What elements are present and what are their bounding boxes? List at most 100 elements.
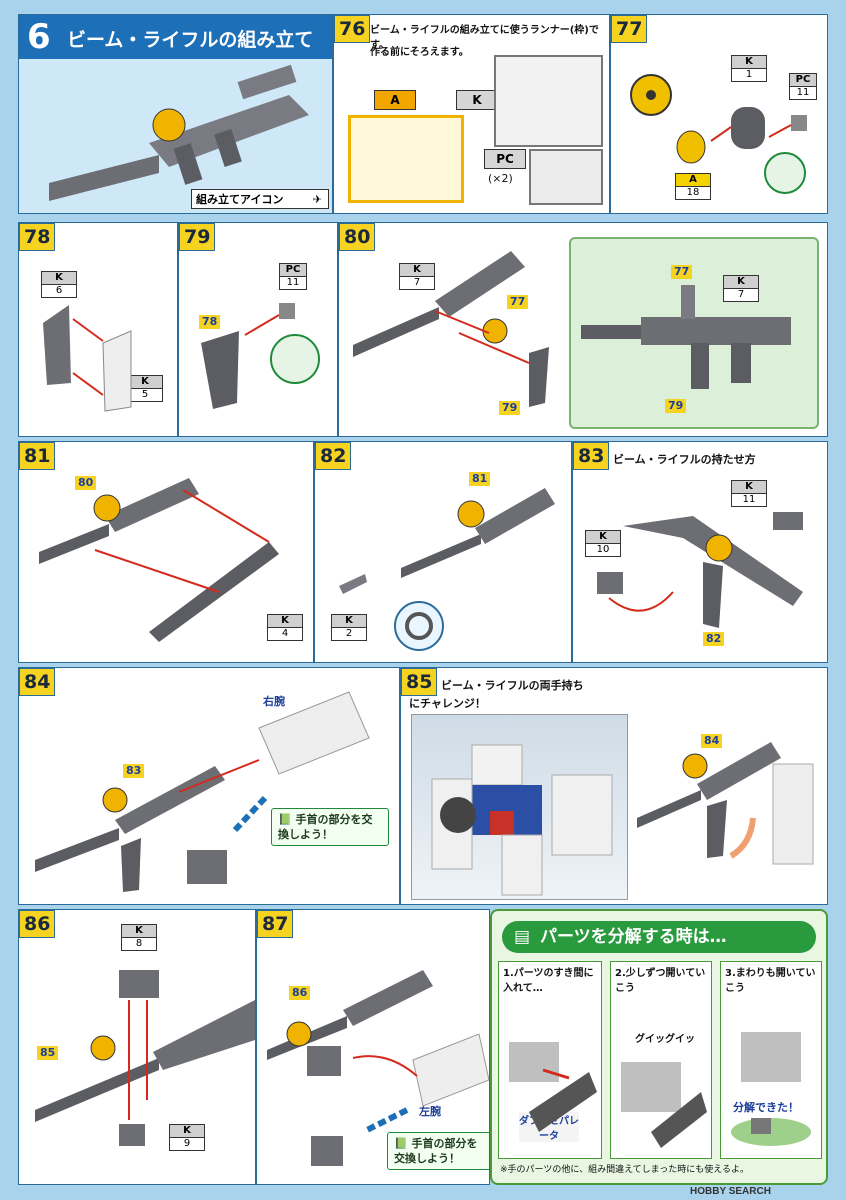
swap-wrist-note: 📗 手首の部分を交換しよう！ — [387, 1132, 489, 1170]
watermark: HOBBY SEARCH — [690, 1186, 771, 1197]
step-number: 76 — [334, 15, 371, 43]
section-title: ビーム・ライフルの組み立て — [67, 29, 314, 51]
completed-rifle-illustration — [581, 285, 791, 389]
step-number: 82 — [315, 442, 352, 470]
tips-step-3-illustration — [731, 1032, 811, 1146]
part-ref-83: 83 — [123, 764, 145, 778]
step-82-illustration — [339, 488, 555, 651]
tips-footnote: ※手のパーツの他に、組み間違えてしまった時にも使えるよ。 — [500, 1165, 750, 1175]
section-number: 6 — [27, 17, 51, 57]
step-number: 86 — [19, 910, 56, 938]
part-ref-85: 85 — [37, 1046, 59, 1060]
note-icon: 📗 — [278, 813, 292, 826]
step-76-panel: 76 ビーム・ライフルの組み立てに使うランナー(枠)です。 作る前にそろえます。… — [333, 14, 610, 214]
section-header-panel: 6 ビーム・ライフルの組み立て 組み立てアイコン ✈ — [18, 14, 333, 214]
step-78-illustration — [43, 305, 132, 412]
tips-done-text: 分解できた！ — [733, 1101, 799, 1114]
part-ref-79: 79 — [499, 401, 521, 415]
assembly-icon-text: 組み立てアイコン — [196, 193, 284, 206]
left-arm-label: 左腕 — [419, 1105, 441, 1118]
runner-a-label: A — [374, 90, 416, 110]
runner-pc-qty: (×2) — [488, 172, 513, 185]
step-number: 81 — [19, 442, 56, 470]
tips-step-1-text: 1.パーツのすき間に入れて… — [503, 968, 594, 994]
runner-k-frame — [494, 55, 603, 147]
step-76-text-2: 作る前にそろえます。 — [370, 47, 469, 58]
step-77-illustration — [630, 74, 807, 194]
step-84-panel: 84 83 右腕 📗 手首の部分を交換しよう！ — [18, 667, 400, 905]
tips-step-2-text: 2.少しずつ開いていこう — [615, 968, 706, 994]
step-87-panel: 87 86 左腕 📗 手首の部分を交換しよう！ — [256, 909, 490, 1185]
assembly-icon-label: 組み立てアイコン ✈ — [191, 189, 329, 209]
gundam-figure-illustration — [431, 744, 613, 896]
tips-title-bar: ▤ パーツを分解する時は… — [502, 921, 816, 953]
step-85-title-2: にチャレンジ！ — [409, 697, 486, 710]
swap-wrist-note: 📗 手首の部分を交換しよう！ — [271, 808, 389, 846]
part-ref-77: 77 — [671, 265, 693, 279]
step-85-panel: 85 ビーム・ライフルの両手持ち にチャレンジ！ 84 — [400, 667, 828, 905]
step-84-illustration — [35, 691, 370, 892]
part-ref-78: 78 — [199, 315, 221, 329]
step-number: 85 — [401, 668, 438, 696]
step-number: 77 — [611, 15, 648, 43]
runner-pc-label: PC — [484, 149, 526, 169]
step-number: 79 — [179, 223, 216, 251]
step-87-illustration — [267, 970, 489, 1166]
gundam-photo — [411, 714, 628, 900]
runner-a-frame — [348, 115, 464, 203]
step-80-illustration — [353, 251, 549, 407]
step-number: 78 — [19, 223, 56, 251]
part-ref-81: 81 — [469, 472, 491, 486]
part-ref-80: 80 — [75, 476, 97, 490]
book-icon: ▤ — [514, 927, 531, 947]
disassembly-tips-panel: ▤ パーツを分解する時は… 1.パーツのすき間に入れて… ダブルセパレータ 2.… — [490, 909, 828, 1185]
tips-step-2: 2.少しずつ開いていこう グイッグイッ — [610, 961, 712, 1159]
step-85-illustration — [637, 742, 814, 865]
step-number: 84 — [19, 668, 56, 696]
rifle-hero-illustration — [49, 64, 309, 201]
step-76-text-1: ビーム・ライフルの組み立てに使うランナー(枠)です。 — [370, 25, 599, 51]
separator-tool-illustration — [509, 1042, 597, 1132]
step-86-illustration — [35, 970, 255, 1146]
tips-step-3-text: 3.まわりも開いていこう — [725, 968, 816, 994]
part-ref-86: 86 — [289, 986, 311, 1000]
note-icon: 📗 — [394, 1137, 408, 1150]
step-number: 80 — [339, 223, 376, 251]
step-81-illustration — [39, 478, 279, 642]
pistol-icon: ✈ — [312, 193, 322, 206]
step-79-illustration — [201, 303, 320, 409]
step-number: 87 — [257, 910, 294, 938]
tips-step-1: 1.パーツのすき間に入れて… ダブルセパレータ — [498, 961, 602, 1159]
tips-step-3: 3.まわりも開いていこう 分解できた！ — [720, 961, 822, 1159]
runner-k-label: K — [456, 90, 498, 110]
tips-sfx: グイッグイッ — [635, 1034, 695, 1045]
section-title-bar — [19, 15, 332, 59]
part-ref-79: 79 — [665, 399, 687, 413]
step-85-title-1: ビーム・ライフルの両手持ち — [441, 679, 584, 692]
part-ref-82: 82 — [703, 632, 725, 646]
part-ref-77: 77 — [507, 295, 529, 309]
step-83-title: ビーム・ライフルの持たせ方 — [613, 453, 756, 466]
tips-step-2-illustration — [621, 1062, 707, 1148]
